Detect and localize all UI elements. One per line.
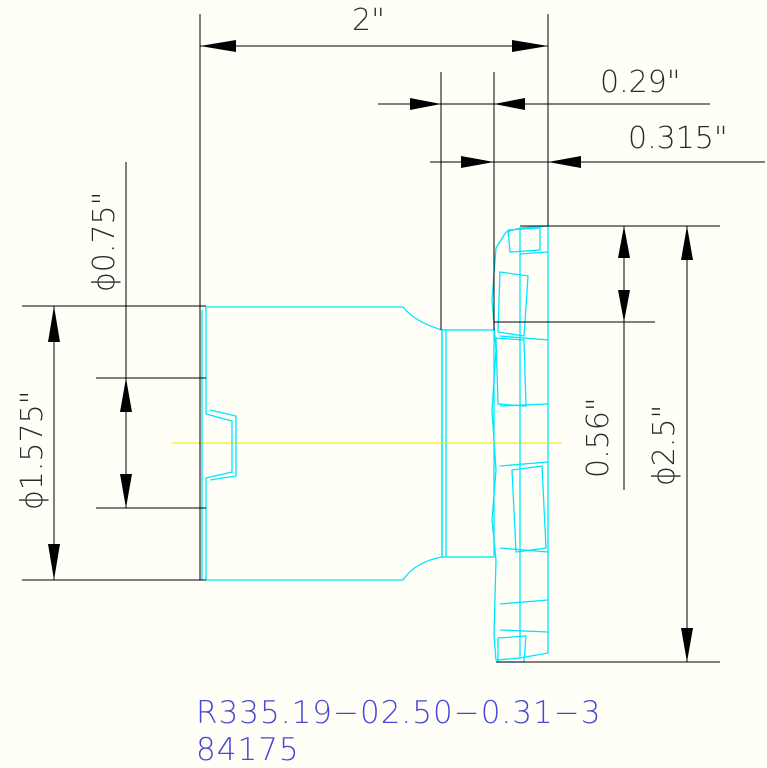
- dim-overall-length: 2": [352, 3, 385, 38]
- arrow-insert-left: [410, 98, 441, 110]
- arrow-width-right: [548, 156, 581, 168]
- pocket-lines: [499, 251, 549, 633]
- dim-cutting-width: 0.315": [628, 121, 728, 156]
- dim-bore-diameter: ϕ0.75": [87, 192, 122, 292]
- hub-keyway: [209, 409, 237, 481]
- insert-1: [497, 271, 529, 337]
- cutter-disc: [491, 225, 549, 661]
- insert-2: [495, 337, 527, 407]
- arrow-length-left: [200, 40, 236, 52]
- dim-depth-of-cut: 0.56": [581, 397, 616, 478]
- insert-3: [511, 465, 547, 553]
- dim-cutter-diameter: ϕ2.5": [647, 405, 682, 486]
- arrowheads: [48, 40, 693, 662]
- arrow-depth-top: [618, 226, 630, 258]
- hub-body: [205, 306, 443, 581]
- arrow-bore-bottom: [120, 474, 132, 508]
- product-id: 84175: [196, 732, 300, 768]
- arrow-dia-top: [681, 226, 693, 260]
- arrow-length-right: [512, 40, 548, 52]
- dim-hub-diameter: ϕ1.575": [15, 391, 50, 510]
- dim-insert-width: 0.29": [600, 65, 681, 100]
- part-outline: [201, 225, 549, 663]
- arrow-bore-top: [120, 378, 132, 412]
- arrow-dia-bottom: [681, 628, 693, 662]
- arrow-hub-bottom: [48, 544, 60, 580]
- arrow-width-left: [461, 156, 494, 168]
- arrow-insert-right: [494, 98, 525, 110]
- arrow-hub-top: [48, 306, 60, 342]
- dimension-lines: [22, 14, 765, 663]
- insert-top: [507, 227, 541, 253]
- arrow-depth-bottom: [618, 290, 630, 322]
- product-code: R335.19−02.50−0.31−3: [196, 695, 602, 731]
